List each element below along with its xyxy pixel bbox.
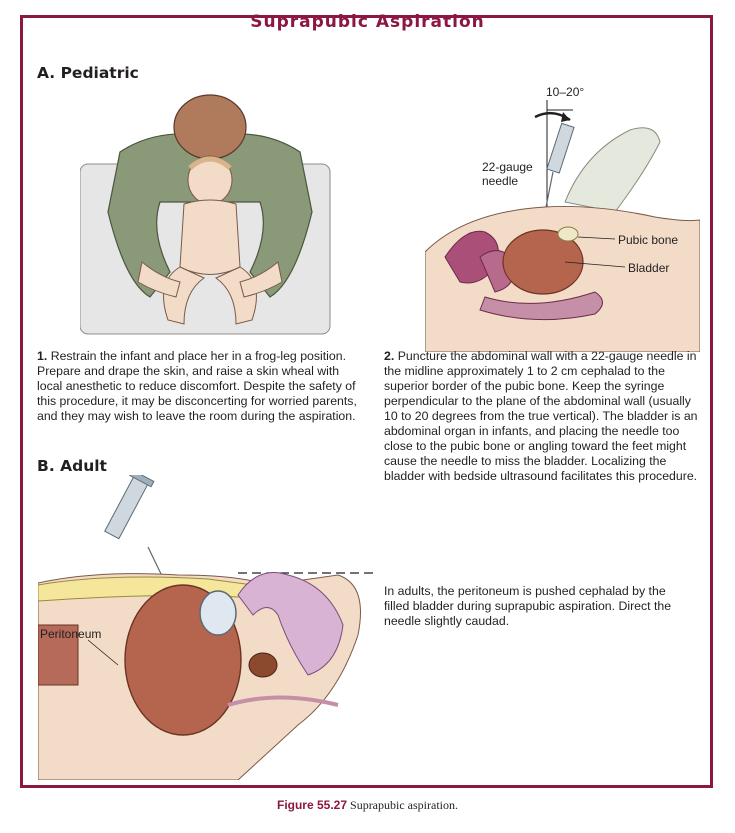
step-2-body: Puncture the abdominal wall with a 22-ga… bbox=[384, 349, 698, 483]
section-b-heading: B. Adult bbox=[37, 457, 107, 475]
step-1-text: 1. Restrain the infant and place her in … bbox=[37, 349, 367, 424]
prostate-cervix bbox=[248, 652, 278, 678]
step-2-text: 2. Puncture the abdominal wall with a 22… bbox=[384, 349, 704, 484]
adult-right-hand bbox=[239, 261, 283, 298]
intestines bbox=[444, 230, 499, 284]
adult-cross-section-illustration bbox=[38, 475, 373, 780]
gloved-hand bbox=[564, 127, 661, 213]
pediatric-positioning-illustration bbox=[80, 94, 331, 335]
step-1-number: 1. bbox=[37, 349, 48, 363]
pubic-bone-label: Pubic bone bbox=[618, 233, 679, 247]
adult-head bbox=[173, 94, 247, 160]
step-1-body: Restrain the infant and place her in a f… bbox=[37, 349, 357, 423]
infant-hair bbox=[188, 156, 232, 170]
pubic-muscle bbox=[38, 624, 79, 686]
figure-frame bbox=[20, 15, 713, 788]
rectum bbox=[479, 291, 603, 321]
adult-syringe bbox=[104, 475, 155, 540]
peritoneal-fold bbox=[227, 695, 339, 707]
pubic-bone-leader bbox=[577, 236, 616, 240]
needle-label-line2: needle bbox=[482, 174, 519, 188]
angle-label: 10–20° bbox=[546, 85, 585, 99]
infant-torso bbox=[179, 199, 241, 275]
bladder-leader bbox=[564, 261, 626, 268]
pubic-bone-shape bbox=[557, 226, 579, 242]
bladder-label: Bladder bbox=[628, 261, 670, 275]
adult-left-hand bbox=[137, 261, 181, 298]
step-2-number: 2. bbox=[384, 349, 395, 363]
section-a-heading: A. Pediatric bbox=[37, 64, 139, 82]
figure-number: Figure 55.27 bbox=[276, 798, 348, 812]
pubic-symphysis bbox=[199, 590, 237, 636]
figure-title: Suprapubic Aspiration bbox=[250, 12, 485, 32]
figure-caption: Figure 55.27 Suprapubic aspiration. bbox=[0, 798, 735, 813]
needle-label-line1: 22-gauge bbox=[482, 160, 533, 174]
peritoneum-leader bbox=[87, 639, 119, 666]
infant-bladder bbox=[502, 229, 584, 295]
uterus-rectum bbox=[237, 572, 344, 676]
syringe-barrel bbox=[546, 122, 575, 174]
pediatric-cross-section-illustration bbox=[425, 100, 700, 352]
peritoneum-label: Peritoneum bbox=[40, 627, 102, 641]
caption-text: Suprapubic aspiration. bbox=[350, 798, 458, 812]
adult-text: In adults, the peritoneum is pushed ceph… bbox=[384, 584, 672, 628]
